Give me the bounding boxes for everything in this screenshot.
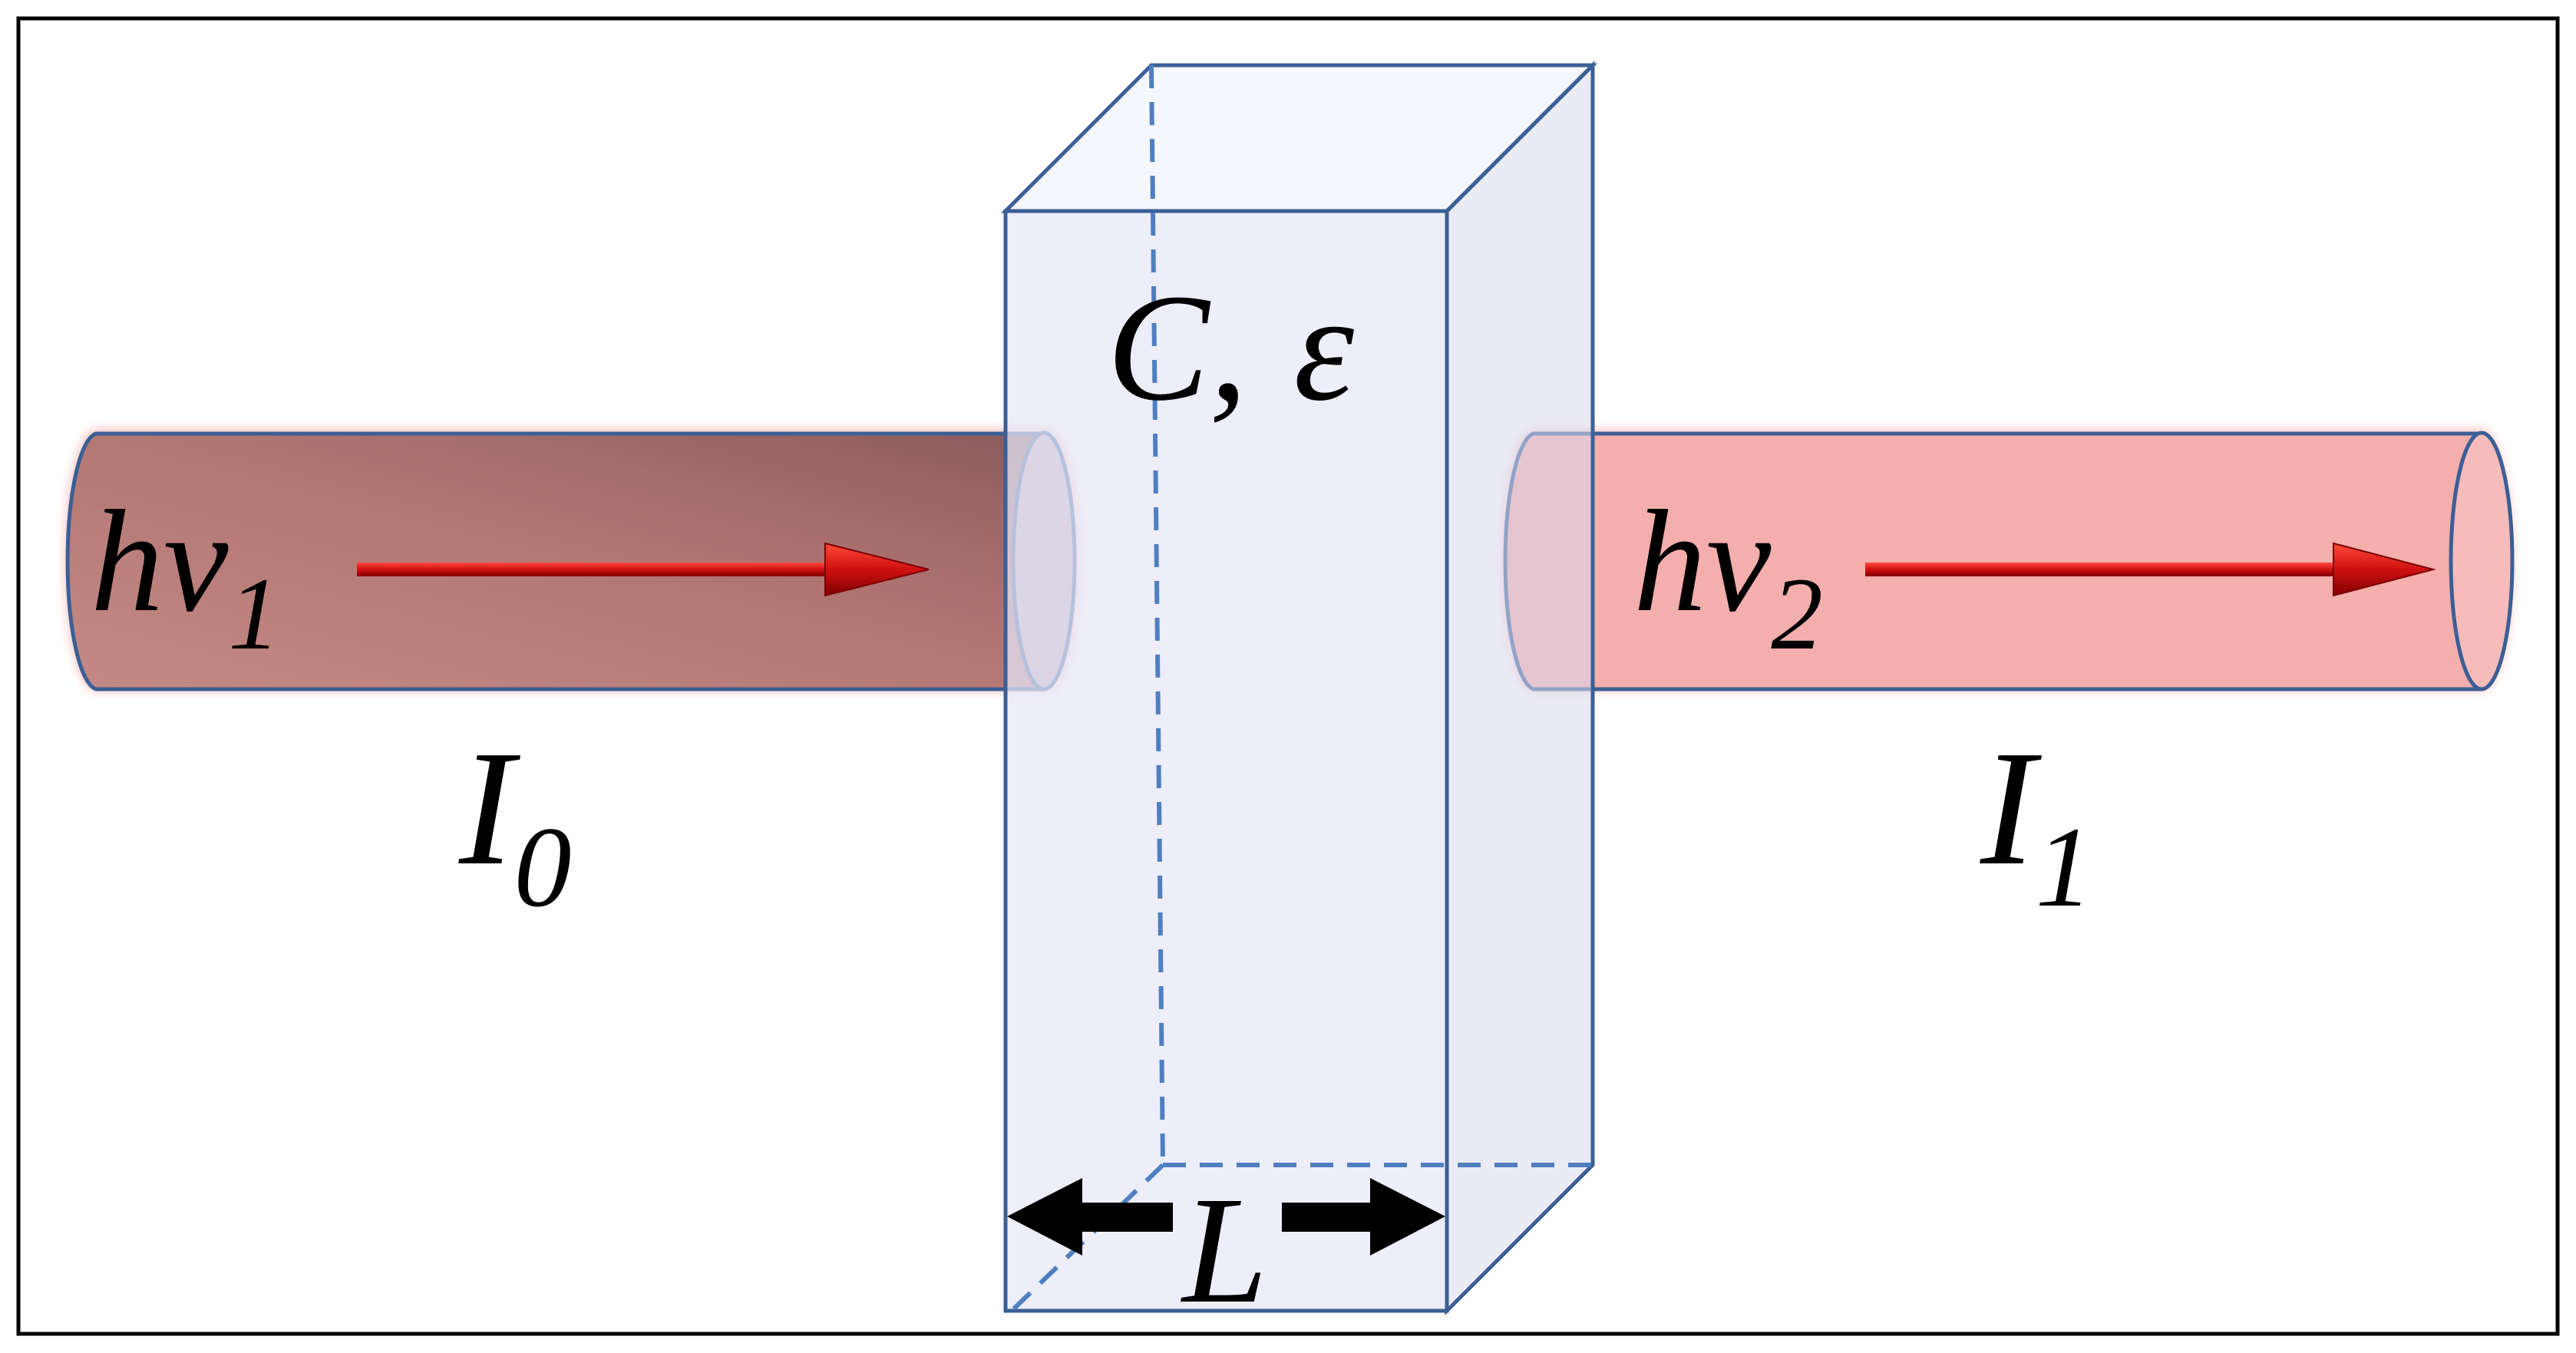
cuvette-side-face [1445,60,1595,1316]
transmitted-beam [1503,430,2515,691]
incoming-photon-label: hv1 [91,481,280,672]
incident-photon-arrow [357,542,930,597]
path-length-arrow-left [1007,1178,1173,1256]
path-length-label: L [1180,1166,1267,1335]
outgoing-photon-label: hv2 [1633,481,1823,672]
path-length-arrows [1007,1178,1445,1256]
transmitted-photon-arrow [1865,542,2436,597]
concentration-label: C,ε [1107,263,1354,433]
sample-cuvette [1000,60,1598,1316]
transmitted-beam-end-cap [2449,431,2515,691]
incident-intensity-label: I0 [458,716,572,931]
transmitted-intensity-label: I1 [1980,716,2093,931]
path-length-arrow-right [1282,1178,1445,1256]
cuvette-front-face [1003,209,1449,1313]
